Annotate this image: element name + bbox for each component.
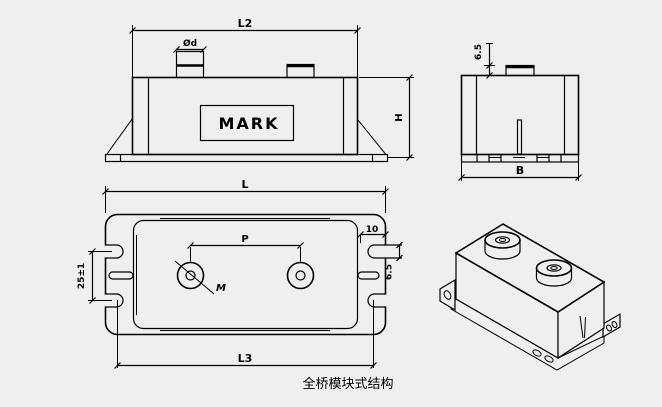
dim-label-b: B (516, 164, 524, 177)
side-view: 6.5 B (458, 43, 582, 181)
drawing-caption: 全桥模块式结构 (302, 376, 393, 392)
dim-label-l: L (241, 178, 248, 191)
dim-side-65: 6.5 (474, 43, 495, 79)
dim-10: 10 (357, 225, 389, 243)
dim-top-65: 6.5 (385, 241, 403, 280)
dim-od: Ød (173, 38, 207, 53)
top-view: L 25±1 (77, 178, 403, 369)
front-terminal-left (175, 50, 205, 79)
dim-b: B (458, 162, 582, 181)
iso-view (439, 223, 621, 371)
left-wall-slot (108, 271, 134, 280)
side-terminal (505, 64, 535, 77)
top-terminal-left (176, 261, 205, 290)
iso-terminal-left (484, 231, 521, 260)
iso-right-tab (602, 312, 621, 339)
iso-terminal-right (535, 259, 573, 287)
dim-p: P (187, 234, 304, 262)
front-body (104, 76, 389, 163)
side-body (460, 74, 580, 163)
top-terminal-right (286, 261, 315, 290)
top-body (103, 213, 402, 336)
iso-pin (579, 315, 586, 339)
mark-label: MARK (218, 114, 279, 133)
iso-foot-slot (532, 349, 542, 357)
dim-label-h: H (394, 113, 405, 121)
front-terminal-right (286, 63, 315, 79)
front-view: L2 Ød (104, 17, 414, 163)
dim-l3: L3 (114, 300, 377, 369)
iso-foot-slot (544, 355, 554, 363)
dim-label-od: Ød (183, 38, 197, 49)
dim-h: H (359, 74, 414, 161)
dim-l: L (102, 178, 389, 213)
mark-plate: MARK (199, 104, 295, 142)
dim-25: 25±1 (77, 248, 112, 304)
right-wall-slot (357, 271, 380, 280)
dim-label-25: 25±1 (77, 263, 87, 289)
dim-label-l2: L2 (238, 17, 253, 30)
dim-label-top-65: 6.5 (385, 264, 395, 280)
dim-l2: L2 (129, 17, 361, 77)
iso-left-tab (439, 278, 456, 312)
dim-label-side-65: 6.5 (474, 44, 484, 60)
thread-callout: M (174, 260, 226, 295)
thread-label-m: M (216, 283, 226, 294)
dim-label-10: 10 (366, 225, 379, 235)
dim-label-l3: L3 (238, 352, 253, 365)
dim-label-p: P (241, 234, 248, 245)
